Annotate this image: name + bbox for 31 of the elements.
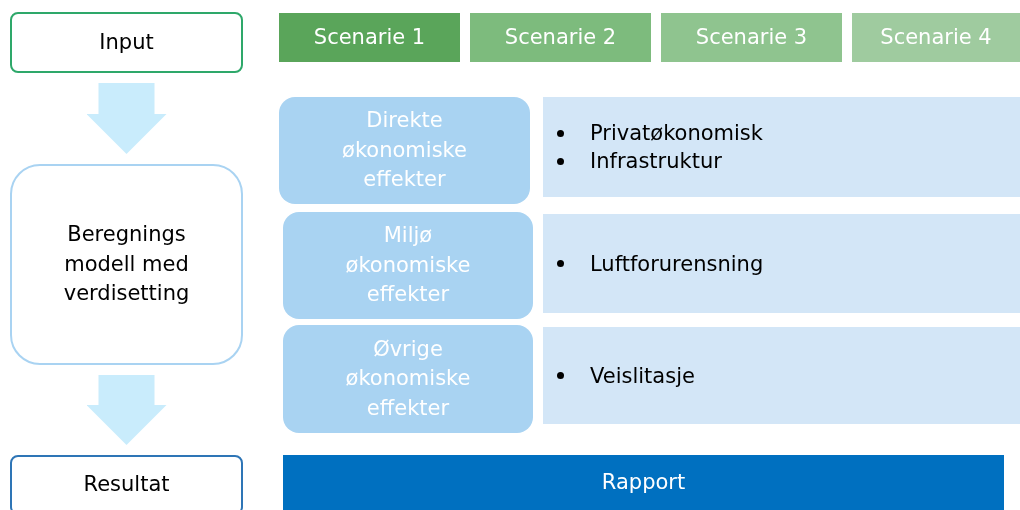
category-box: [283, 212, 533, 319]
box-label: Øvrige økonomiske effekter: [344, 335, 472, 422]
report-bar: [283, 455, 1004, 510]
block-arrow: [86, 375, 167, 445]
box-label: Beregnings modell med verdisetting: [62, 221, 191, 308]
box-label: Scenarie 4: [880, 23, 992, 51]
box-label: Resultat: [83, 471, 170, 499]
process-box: [10, 164, 243, 365]
bullet-panel: [543, 97, 1020, 197]
bullet-panel: [543, 214, 1020, 313]
input-box: [10, 12, 243, 73]
scenario-header: [470, 13, 651, 62]
box-label: Input: [99, 28, 154, 56]
box-label: Scenarie 3: [695, 23, 808, 51]
bullet-panel: [543, 327, 1020, 424]
list-item: Infrastruktur: [590, 149, 722, 173]
box-label: Miljø økonomiske effekter: [344, 222, 472, 309]
box-label: Direkte økonomiske effekter: [341, 107, 468, 194]
category-box: [283, 325, 533, 433]
scenario-header: [279, 13, 460, 62]
scenario-header: [852, 13, 1020, 62]
list-item: Privatøkonomisk: [590, 121, 763, 145]
box-label: Scenarie 2: [504, 23, 617, 51]
scenario-header: [661, 13, 842, 62]
box-label: Rapport: [601, 468, 686, 496]
list-item: Veislitasje: [590, 363, 695, 388]
result-box: [10, 455, 243, 510]
box-label: Scenarie 1: [313, 23, 426, 51]
list-item: Luftforurensning: [590, 251, 764, 276]
category-box: [279, 97, 530, 204]
block-arrow: [86, 83, 167, 154]
